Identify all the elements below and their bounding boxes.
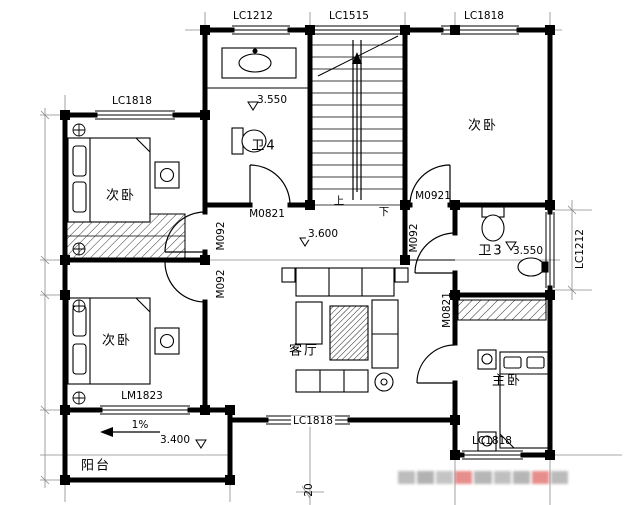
room-label-master: 主卧 bbox=[491, 373, 523, 389]
room-label-bedroom-tl: 次卧 bbox=[105, 188, 137, 204]
columns bbox=[60, 25, 555, 485]
grid-lines bbox=[40, 12, 622, 505]
room-label-balcony: 阳台 bbox=[80, 458, 112, 474]
room-label-bedroom-tr: 次卧 bbox=[467, 118, 499, 134]
bed-bottom-left bbox=[67, 297, 180, 385]
stair-down-label: 下 bbox=[378, 205, 390, 218]
slope-label: 1% bbox=[131, 418, 149, 431]
window-label-lc1818-left: LC1818 bbox=[112, 94, 152, 107]
slope-arrow-icon bbox=[100, 427, 160, 437]
doors bbox=[164, 164, 456, 384]
room-label-bedroom-bl: 次卧 bbox=[101, 333, 133, 349]
door-label-m0821-right: M0821 bbox=[440, 292, 453, 328]
dim-label-20: 20 bbox=[302, 483, 315, 497]
bed-top-left bbox=[67, 137, 180, 223]
circle-cross-icons bbox=[72, 123, 86, 405]
door-label-m092-tl: M092 bbox=[214, 221, 227, 251]
stairs bbox=[312, 35, 403, 206]
watermark bbox=[398, 469, 568, 486]
door-label-lm1823: LM1823 bbox=[121, 389, 163, 402]
window-label-lc1515-top: LC1515 bbox=[329, 9, 369, 22]
watermark-block bbox=[474, 471, 492, 484]
level-label-hall: 3.600 bbox=[305, 227, 341, 240]
level-label-bath3: 3.550 bbox=[512, 244, 544, 257]
level-marker-icons bbox=[195, 101, 517, 449]
window-label-lc1212-top: LC1212 bbox=[233, 9, 273, 22]
sofa-set bbox=[281, 267, 409, 393]
walls bbox=[62, 27, 555, 483]
watermark-block bbox=[436, 471, 454, 484]
door-label-m092-mid: M092 bbox=[407, 223, 420, 253]
watermark-block bbox=[493, 471, 511, 484]
watermark-block bbox=[398, 471, 416, 484]
stair-up-label: 上 bbox=[333, 194, 345, 207]
level-label-bath4: 3.550 bbox=[256, 93, 288, 106]
watermark-block bbox=[417, 471, 435, 484]
room-label-bath4: 卫4 bbox=[251, 138, 277, 154]
watermark-block bbox=[455, 471, 473, 484]
bed-master bbox=[477, 349, 549, 452]
watermark-block bbox=[550, 471, 568, 484]
window-label-lc1212-right: LC1212 bbox=[573, 229, 586, 269]
bath4-fixtures bbox=[221, 47, 297, 155]
window-label-lc1818-top: LC1818 bbox=[464, 9, 504, 22]
window-label-lc1818-bottom: LC1818 bbox=[291, 414, 335, 427]
partition-lines bbox=[205, 87, 455, 261]
watermark-block bbox=[531, 471, 549, 484]
door-label-m0821-top: M0821 bbox=[247, 207, 287, 220]
room-label-bath3: 卫3 bbox=[478, 243, 504, 259]
door-label-m092-bl: M092 bbox=[214, 269, 227, 299]
bath3-fixtures bbox=[481, 206, 549, 277]
window-label-lc1818-br: LC1818 bbox=[472, 434, 512, 447]
level-label-balcony: 3.400 bbox=[159, 433, 191, 446]
door-label-m0921: M0921 bbox=[415, 189, 451, 202]
watermark-block bbox=[512, 471, 530, 484]
room-label-living: 客厅 bbox=[288, 343, 320, 359]
